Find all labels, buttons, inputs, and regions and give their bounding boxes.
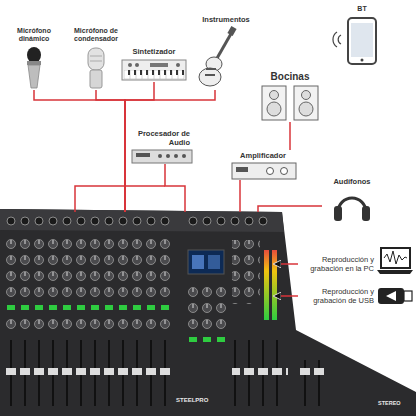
signal-wire [34,90,125,212]
device-label: Bocinas [255,70,325,122]
signal-wire [274,263,298,265]
usb-icon [378,288,412,304]
signal-wire [96,90,125,212]
node-text: Bocinas [257,71,323,83]
device-label: BT [340,4,384,68]
node-text: Procesador de Audio [130,129,190,147]
node-text: Amplificador [230,151,296,160]
signal-wire [239,180,241,212]
panel-label: STEREO [378,400,401,407]
wire-branch [75,186,165,212]
mixer-illustration [0,209,416,416]
output-label: Reproducción y grabación de USB [298,284,376,308]
output-label: Reproducción y grabación en la PC [298,252,376,276]
signal-wire [165,164,185,212]
device-label: Sintetizador [120,46,188,82]
node-text: Reproducción y grabación en la PC [300,255,374,273]
speakers-icon [262,86,318,120]
device-label: Audífonos [322,176,382,226]
signal-wire [125,90,215,212]
node-text: BT [342,5,382,13]
node-text: STEELPRO [176,397,274,404]
node-text: Audífonos [324,177,380,186]
synth-icon [122,60,186,80]
device-label: Procesador de Audio [128,128,192,164]
phone-icon [333,18,376,64]
device-label: Micrófono dinámico [4,26,64,90]
signal-wire [274,295,298,297]
processor-icon [132,150,192,163]
node-text: Micrófono de condensador [68,27,124,44]
amplifier-icon [232,163,296,179]
condenser-mic-icon [88,48,104,88]
node-text: Reproducción y grabación de USB [300,287,374,305]
node-text: Instrumentos [190,15,262,24]
signal-wire [125,82,154,212]
guitar-icon [199,26,237,86]
device-label: Micrófono de condensador [66,26,126,90]
dynamic-mic-icon [27,47,41,88]
signal-wire [289,122,291,150]
node-text: Micrófono dinámico [6,27,62,44]
mixer-box: STEELPRO [0,212,274,416]
node-text: Sintetizador [122,47,186,56]
headphones-icon [334,198,370,221]
device-label: Amplificador [228,150,298,180]
signal-wire [258,206,322,212]
laptop-icon [377,248,413,274]
device-label: Instrumentos [188,14,264,90]
